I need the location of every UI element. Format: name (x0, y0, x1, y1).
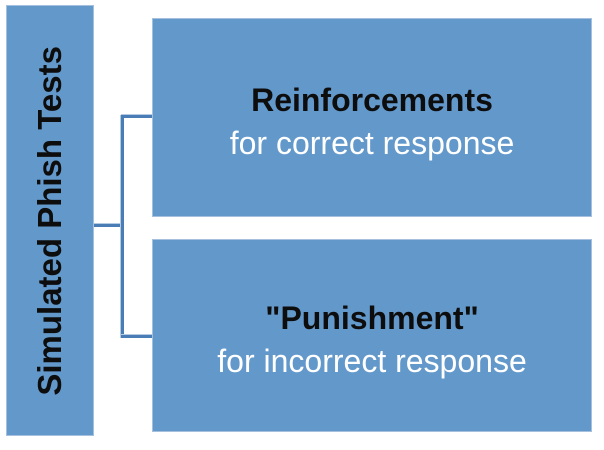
connector-bottom-arm (121, 335, 152, 338)
connector-vertical-line (121, 115, 124, 338)
branch-subtitle: for correct response (229, 124, 515, 161)
branch-node-punishment: "Punishment" for incorrect response (152, 239, 592, 432)
root-node-simulated-phish-tests: Simulated Phish Tests (6, 5, 94, 436)
root-node-label: Simulated Phish Tests (31, 45, 68, 396)
branch-title: "Punishment" (265, 299, 479, 336)
connector-root-stub (94, 224, 124, 227)
branch-subtitle: for incorrect response (217, 342, 527, 379)
branch-title: Reinforcements (251, 81, 493, 118)
connector-top-arm (121, 115, 152, 118)
branch-node-reinforcements: Reinforcements for correct response (152, 18, 592, 217)
